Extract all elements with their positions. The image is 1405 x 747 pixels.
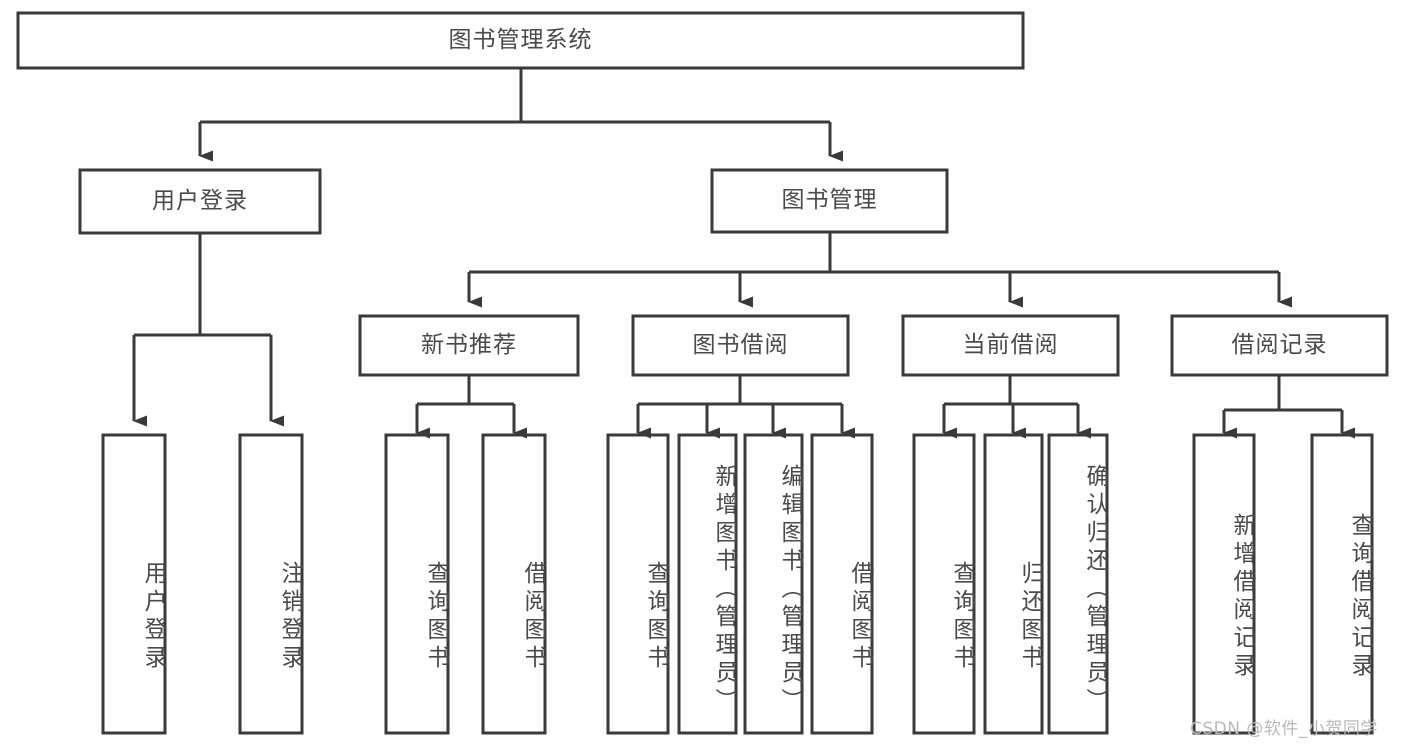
node-box-leaf-user-logout[interactable] <box>238 433 304 735</box>
csdn-watermark: CSDN @软件_小贺同学 <box>1190 719 1378 739</box>
node-box-leaf-query-borrow-record[interactable] <box>1310 433 1374 735</box>
node-box-leaf-user-login[interactable] <box>101 433 167 735</box>
node-box-new-book-recommend[interactable] <box>358 314 580 377</box>
node-box-leaf-borrow-book-recommend[interactable] <box>481 433 547 735</box>
node-box-leaf-query-book-borrow[interactable] <box>606 433 670 735</box>
node-box-leaf-borrow-book[interactable] <box>810 433 874 735</box>
node-box-leaf-return-book[interactable] <box>983 433 1044 735</box>
node-box-book-management[interactable] <box>710 168 949 234</box>
node-box-leaf-confirm-return-admin[interactable] <box>1047 433 1109 735</box>
node-box-current-borrow[interactable] <box>901 314 1120 377</box>
node-box-borrow-record[interactable] <box>1170 314 1389 377</box>
node-box-user-login[interactable] <box>78 168 322 235</box>
node-box-leaf-add-book-admin[interactable] <box>677 433 738 735</box>
node-box-leaf-query-book-current[interactable] <box>912 433 976 735</box>
node-box-root[interactable] <box>16 11 1025 70</box>
node-box-book-borrow[interactable] <box>631 314 850 377</box>
node-box-leaf-query-book-recommend[interactable] <box>384 433 450 735</box>
node-box-leaf-edit-book-admin[interactable] <box>743 433 804 735</box>
node-box-leaf-add-borrow-record[interactable] <box>1192 433 1256 735</box>
